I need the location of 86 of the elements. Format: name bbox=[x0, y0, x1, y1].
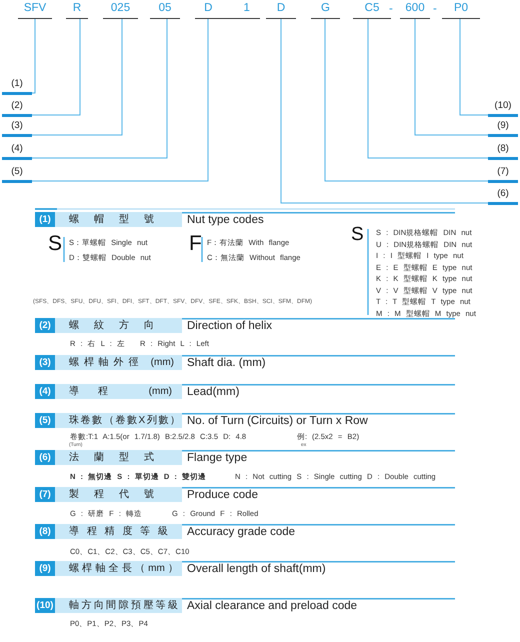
code-segment bbox=[400, 0, 430, 18]
english-heading: Axial clearance and preload code bbox=[187, 599, 358, 613]
code-segment bbox=[195, 0, 260, 18]
code-segment bbox=[150, 0, 180, 18]
code-text: D bbox=[204, 1, 212, 16]
code-text: 600 bbox=[405, 1, 425, 16]
callout-number: (8) bbox=[497, 143, 509, 155]
leader-line bbox=[32, 18, 208, 182]
code-text: G bbox=[321, 1, 330, 16]
callout-tab bbox=[488, 166, 518, 182]
code-text: SFV bbox=[24, 1, 46, 16]
row-number: (1) bbox=[35, 212, 55, 227]
leader-line bbox=[32, 18, 36, 94]
callout-tab bbox=[2, 166, 32, 182]
code-text: P0 bbox=[454, 1, 468, 16]
callout-number: (3) bbox=[11, 120, 23, 132]
chinese-heading: 螺帽型號 bbox=[55, 212, 182, 227]
code-segment bbox=[311, 0, 340, 18]
english-heading: Produce code bbox=[187, 488, 258, 502]
row-number: (3) bbox=[35, 355, 55, 370]
english-heading: No. of Turn (Circuits) or Turn x Row bbox=[187, 414, 368, 428]
callout-number: (7) bbox=[497, 166, 509, 178]
chinese-heading: 軸方向間隙預壓等級 bbox=[55, 598, 182, 613]
english-heading: Overall length of shaft(mm) bbox=[187, 562, 326, 576]
callout-tab bbox=[2, 78, 32, 94]
code-text: R bbox=[72, 1, 82, 16]
leader-line bbox=[368, 18, 488, 158]
callout-tab bbox=[2, 143, 32, 160]
code-separator: - bbox=[433, 2, 437, 17]
row-number: (4) bbox=[35, 384, 55, 399]
row-number: (7) bbox=[35, 487, 55, 502]
leader-line bbox=[460, 18, 488, 116]
code-text: D bbox=[276, 1, 286, 16]
callout-number: (2) bbox=[11, 100, 23, 112]
chinese-heading: 法蘭型式 bbox=[55, 450, 182, 465]
code-segment bbox=[353, 0, 391, 18]
code-segment bbox=[266, 0, 296, 18]
row-number: (5) bbox=[35, 413, 55, 428]
english-heading: Nut type codes bbox=[187, 213, 264, 227]
callout-tab bbox=[2, 100, 32, 116]
code-letter: S bbox=[48, 232, 62, 256]
row-number: (2) bbox=[35, 318, 55, 333]
chinese-heading: 螺桿軸外徑 (mm) bbox=[55, 355, 182, 370]
callout-number: (10) bbox=[494, 100, 512, 112]
code-text: C5 bbox=[364, 1, 380, 16]
english-heading: Flange type bbox=[187, 451, 248, 465]
code-text: 025 bbox=[110, 1, 130, 16]
leader-line bbox=[414, 18, 488, 136]
leader-line bbox=[32, 18, 80, 116]
callout-tab bbox=[488, 143, 518, 160]
chinese-heading: 螺紋方向 bbox=[55, 318, 182, 333]
leader-line bbox=[324, 18, 488, 182]
row-number: (9) bbox=[35, 561, 55, 576]
callout-number: (1) bbox=[11, 78, 23, 90]
callout-number: (9) bbox=[497, 120, 509, 132]
code-segment bbox=[66, 0, 88, 18]
chinese-heading: 螺桿軸全長（mm） bbox=[55, 561, 182, 576]
chinese-heading: 導程精度等級 bbox=[55, 524, 182, 539]
code-letter: S bbox=[351, 228, 364, 242]
leader-line bbox=[280, 18, 488, 204]
callout-number: (6) bbox=[497, 188, 509, 200]
code-separator: - bbox=[389, 2, 393, 17]
row-number: (10) bbox=[35, 598, 55, 613]
chinese-heading: 珠卷數（卷數X列數） bbox=[55, 413, 182, 428]
callout-tab bbox=[488, 120, 518, 136]
code-segment bbox=[18, 0, 52, 18]
chinese-heading: 製程代號 bbox=[55, 487, 182, 502]
code-letter: F bbox=[189, 232, 202, 256]
row-number: (8) bbox=[35, 524, 55, 539]
callout-number: (5) bbox=[11, 166, 23, 178]
code-segment bbox=[103, 0, 138, 18]
row-number: (6) bbox=[35, 450, 55, 465]
code-text: 1 bbox=[244, 1, 250, 16]
english-heading: Lead(mm) bbox=[187, 385, 240, 399]
english-heading: Shaft dia. (mm) bbox=[187, 356, 266, 370]
english-heading: Accuracy grade code bbox=[187, 525, 296, 539]
leader-line bbox=[32, 18, 168, 158]
callout-number: (4) bbox=[11, 143, 23, 155]
code-text: 05 bbox=[158, 1, 172, 16]
callout-tab bbox=[488, 188, 518, 204]
callout-tab bbox=[488, 100, 518, 116]
code-segment bbox=[442, 0, 480, 18]
leader-line bbox=[32, 18, 122, 136]
callout-tab bbox=[2, 120, 32, 136]
chinese-heading: 導程 (mm) bbox=[55, 384, 182, 399]
english-heading: Direction of helix bbox=[187, 319, 272, 333]
